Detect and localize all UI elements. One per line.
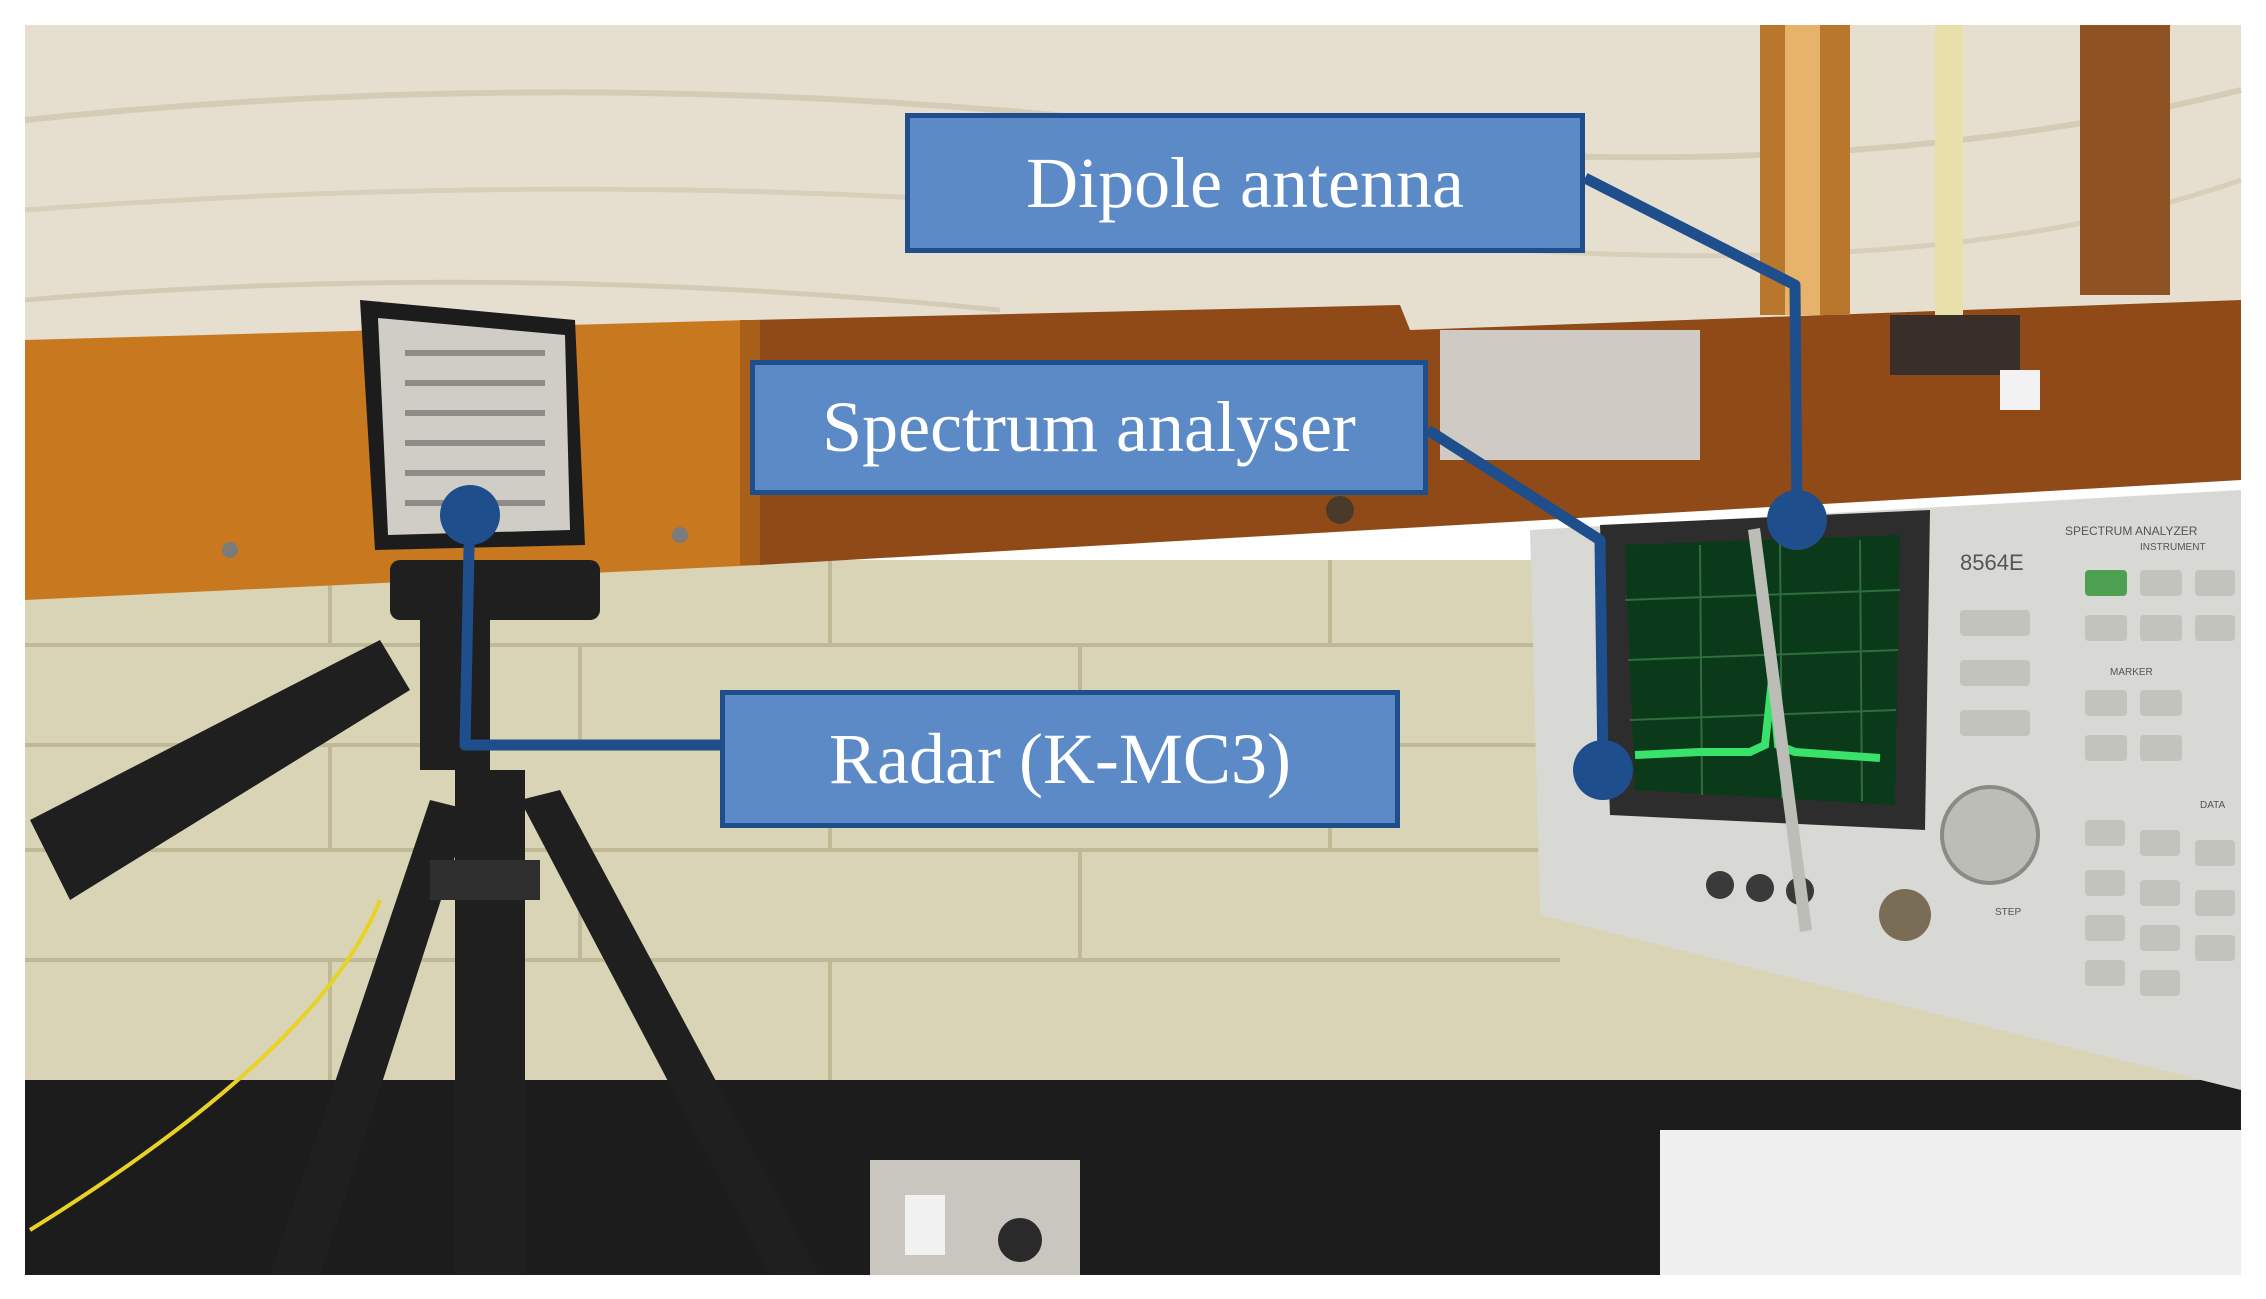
spectrum-dot-marker xyxy=(1573,740,1633,800)
tripod xyxy=(30,560,820,1275)
metal-bracket xyxy=(1440,330,1700,460)
instrument-subtitle: INSTRUMENT xyxy=(2140,542,2206,553)
callout-connectors xyxy=(459,173,1803,771)
spectrum-analyser-label: Spectrum analyser xyxy=(750,360,1428,495)
analyser-screen xyxy=(1625,535,1900,805)
radar-dot-marker xyxy=(440,485,500,545)
marker-section-label: MARKER xyxy=(2110,667,2153,678)
spectrum-connector xyxy=(1425,425,1609,771)
dipole-dot-marker xyxy=(1767,490,1827,550)
spectrum-analyser: 8564E SPECTRUM ANALYZER INSTRUMENT MARKE… xyxy=(1530,490,2241,1090)
spectrum-trace xyxy=(1634,679,1881,762)
model-number: 8564E xyxy=(1960,550,2024,575)
dipole-antenna-label: Dipole antenna xyxy=(905,113,1585,253)
dipole-antenna-rod xyxy=(1748,528,1812,932)
radar-connector xyxy=(459,499,725,751)
instrument-title: SPECTRUM ANALYZER xyxy=(2065,524,2198,538)
radar-label: Radar (K-MC3) xyxy=(720,690,1400,828)
sensor-wire xyxy=(28,899,382,1232)
data-section-label: DATA xyxy=(2200,800,2226,811)
step-label: STEP xyxy=(1995,907,2021,918)
rotary-knob xyxy=(1940,785,2040,885)
dipole-antenna-element xyxy=(1935,25,1963,315)
wall-socket xyxy=(870,1160,1080,1275)
foam-block xyxy=(1660,1130,2241,1275)
radar-sensor xyxy=(360,300,585,550)
dipole-connector xyxy=(1582,173,1803,521)
